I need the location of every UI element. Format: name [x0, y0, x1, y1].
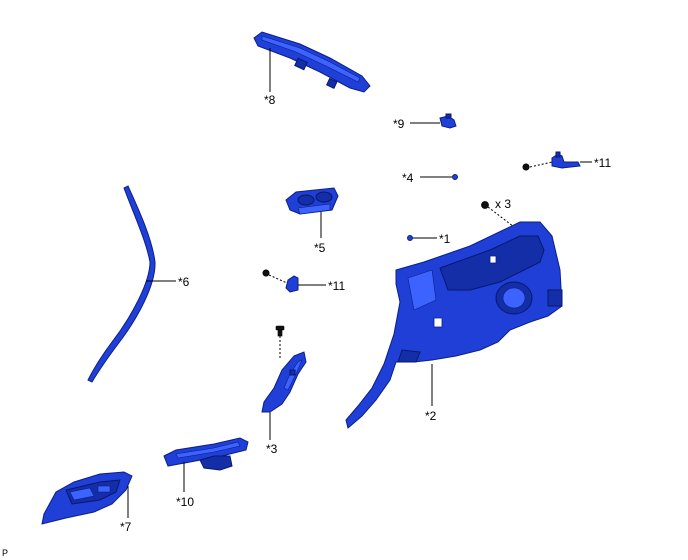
- label-5: *5: [314, 241, 326, 255]
- part-7-side-panel: [41, 471, 133, 525]
- part-3-pillar-garnish: [261, 351, 307, 413]
- screw-icon-upper: [522, 163, 530, 171]
- label-4: *4: [402, 171, 414, 185]
- label-10: *10: [176, 495, 194, 509]
- part-5-cup-holder: [285, 187, 339, 215]
- label-6: *6: [178, 275, 190, 289]
- label-11-upper: *11: [594, 156, 611, 170]
- part-2-quarter-trim: [345, 221, 563, 429]
- part-11-bracket-upper: [551, 151, 581, 169]
- label-8: *8: [264, 93, 276, 107]
- part-8-trim-strip: [253, 31, 371, 93]
- label-qty: x 3: [495, 197, 511, 211]
- screw-icon-middle: [262, 269, 270, 277]
- part-6-weatherstrip: [87, 185, 156, 383]
- label-7: *7: [120, 520, 132, 534]
- clip-icon-3: [275, 325, 285, 337]
- screw-icon-x3: [481, 201, 489, 209]
- label-3: *3: [266, 442, 278, 456]
- part-9-clip: [439, 113, 457, 129]
- label-9: *9: [393, 117, 405, 131]
- label-1: *1: [439, 232, 451, 246]
- part-11-bracket-middle: [285, 275, 299, 293]
- dash-11-middle: [268, 274, 288, 284]
- label-2: *2: [425, 409, 437, 423]
- part-4-pin: [452, 174, 458, 180]
- dash-11-upper: [529, 161, 553, 168]
- part-10-scuff-plate: [163, 437, 249, 471]
- part-1-pin: [407, 235, 413, 241]
- label-11-middle: *11: [328, 279, 345, 293]
- corner-mark: P: [2, 548, 8, 558]
